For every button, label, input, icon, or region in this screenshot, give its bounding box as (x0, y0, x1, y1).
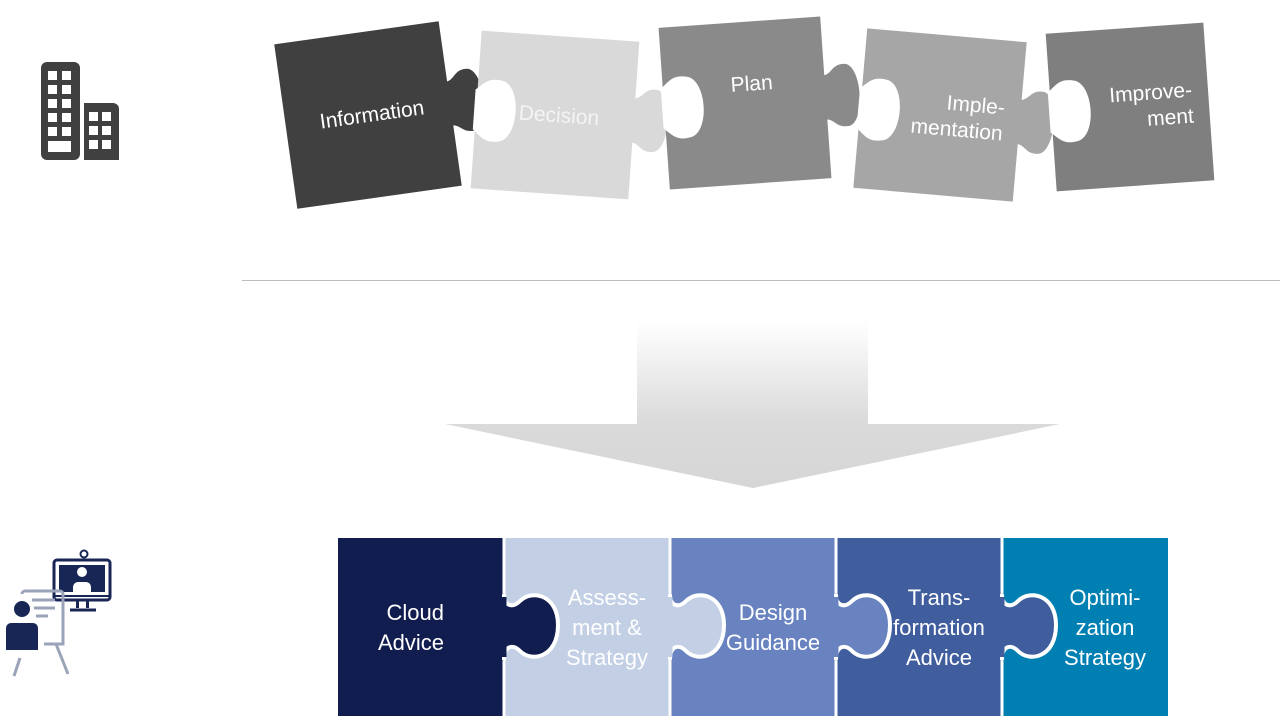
piece-label-line: ment (1146, 105, 1194, 131)
piece-label-line: Imple- (946, 92, 1006, 120)
piece-label-line: Advice (906, 645, 972, 670)
piece-label-line: Strategy (566, 645, 648, 670)
piece-label-line: Cloud (387, 600, 444, 625)
piece-label-line: ment & (572, 615, 642, 640)
piece-label-line: Design (739, 600, 807, 625)
process-stage-piece: Improve-ment (1045, 22, 1215, 192)
puzzle-piece-shape (470, 30, 640, 200)
puzzle-knob (668, 593, 726, 661)
puzzle-piece-shape (853, 28, 1027, 202)
piece-label-line: Guidance (726, 630, 820, 655)
section-divider (242, 280, 1280, 281)
puzzle-blank (856, 78, 900, 141)
piece-label-line: Strategy (1064, 645, 1146, 670)
top-puzzle-row: Information Decision Plan Imple-mentationIm… (274, 16, 1215, 209)
piece-label-line: Optimi- (1070, 585, 1141, 610)
puzzle-knob (1000, 593, 1058, 661)
puzzle-blank (1047, 80, 1091, 143)
puzzle-blank (472, 79, 516, 142)
piece-label-line: zation (1076, 615, 1135, 640)
puzzle-piece-shape (658, 16, 832, 190)
piece-label-line: Assess- (568, 585, 646, 610)
puzzle-piece-shape (1045, 22, 1215, 192)
process-stage-piece: Plan (658, 16, 860, 190)
piece-label-line: Plan (730, 71, 774, 97)
piece-label-line: Trans- (908, 585, 971, 610)
process-stage-piece: Imple-mentation (853, 28, 1054, 202)
office-buildings-icon (41, 62, 119, 160)
piece-label-line: formation (893, 615, 985, 640)
process-stage-piece: Information (274, 21, 485, 209)
puzzle-piece-shape (274, 21, 462, 209)
process-stage-piece: Decision (470, 30, 668, 200)
puzzle-piece-shape (338, 538, 504, 716)
puzzle-knob (502, 593, 560, 661)
puzzle-blank (660, 76, 704, 139)
down-arrow-icon (445, 322, 1060, 488)
presenter-video-conference-icon (6, 549, 112, 677)
process-step-piece (338, 538, 504, 716)
puzzle-knob (630, 89, 668, 152)
piece-label-line: Decision (518, 101, 600, 130)
piece-label-line: Advice (378, 630, 444, 655)
puzzle-knob (1015, 91, 1054, 154)
puzzle-knob (822, 63, 860, 127)
puzzle-knob (834, 593, 892, 661)
